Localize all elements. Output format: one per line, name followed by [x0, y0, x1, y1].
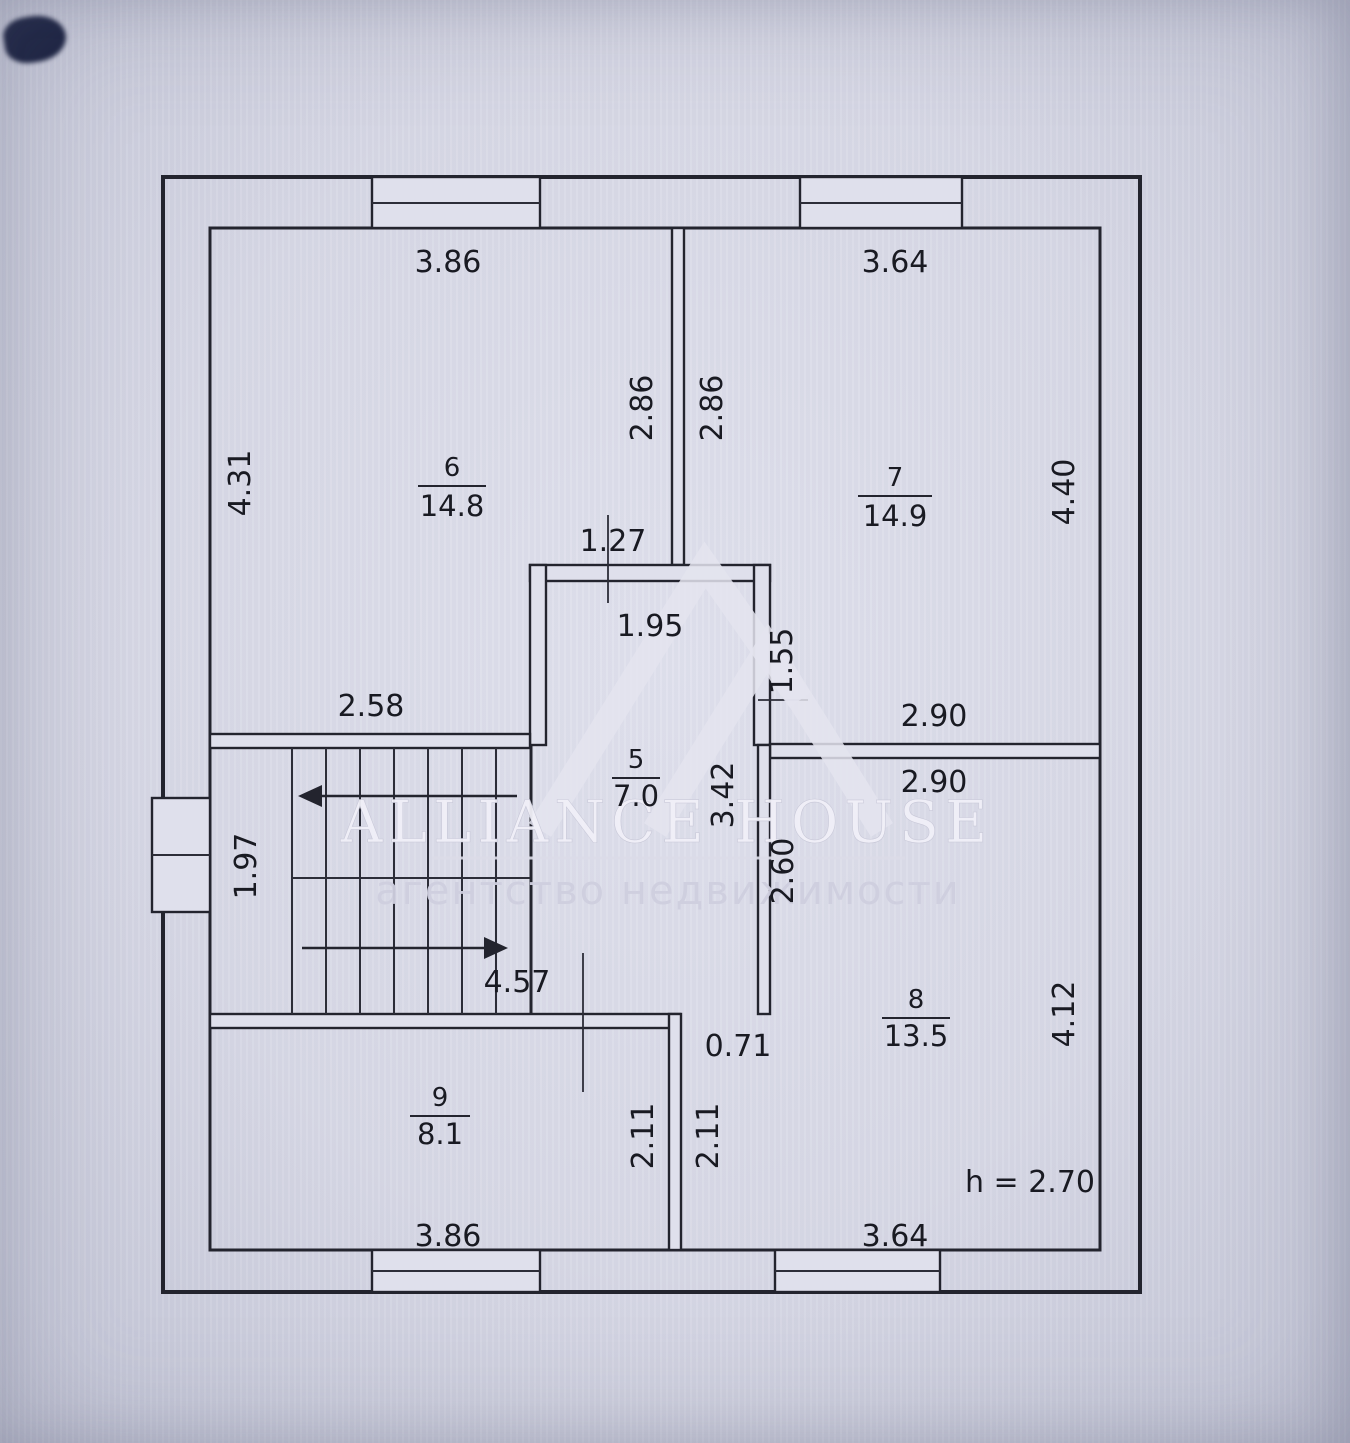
dim-bottom-wall-left: 3.86: [415, 1219, 482, 1254]
window-top-right: [798, 175, 964, 230]
dim-room9-right-height: 2.11: [626, 1103, 661, 1170]
room-area: 7.0: [613, 779, 659, 813]
room-number: 8: [908, 985, 925, 1015]
dimension-labels: 3.86 3.64 2.86 2.86 4.31 4.40 1.27 1.95 …: [223, 245, 1095, 1254]
stair-arrow-up: [298, 785, 517, 807]
dim-room6-bottom-width: 2.58: [338, 689, 405, 724]
partition-wall-hall-room8: [756, 743, 772, 1016]
vestibule-wall-left: [528, 563, 548, 747]
watermark: ALLIANCE HOUSE агентство недвижимости: [339, 541, 994, 914]
room-number: 9: [432, 1083, 449, 1113]
room-area: 14.9: [863, 499, 928, 533]
dim-top-wall-right: 3.64: [862, 245, 929, 280]
window-top-left: [370, 175, 542, 230]
room-area: 8.1: [417, 1117, 463, 1151]
dim-vestibule-left-width: 1.27: [580, 524, 647, 559]
dim-corridor-left-height: 2.11: [691, 1103, 726, 1170]
dim-top-wall-left: 3.86: [415, 245, 482, 280]
dim-room8-right-height: 4.12: [1047, 981, 1082, 1048]
room-area: 14.8: [420, 489, 485, 523]
staircase: [291, 748, 530, 1014]
dim-hall-door-width: 0.71: [705, 1029, 772, 1064]
dim-bottom-wall-right: 3.64: [862, 1219, 929, 1254]
dim-hall-height: 3.42: [706, 762, 741, 829]
stair-arrow-down: [302, 937, 508, 959]
room-label-7: 7 14.9: [858, 463, 932, 533]
room-number: 7: [887, 463, 904, 493]
dim-vestibule-depth: 1.55: [765, 628, 800, 695]
watermark-brand: ALLIANCE HOUSE: [340, 788, 994, 856]
watermark-tagline: агентство недвижимости: [375, 868, 961, 914]
room-number: 6: [444, 453, 461, 483]
room-area: 13.5: [884, 1019, 949, 1053]
windows: [150, 175, 964, 1294]
dim-room7-bottom-width: 2.90: [901, 699, 968, 734]
outer-wall: [161, 175, 1142, 1294]
dim-room6-right-height: 2.86: [625, 375, 660, 442]
dim-vestibule-inner-width: 1.95: [617, 609, 684, 644]
dim-stair-hall-width: 4.57: [484, 965, 551, 1000]
dim-left-wall-upper: 4.31: [223, 450, 258, 517]
room-label-9: 9 8.1: [410, 1083, 470, 1151]
dim-hall-right-height: 2.60: [766, 838, 801, 905]
window-bottom-left: [370, 1248, 542, 1294]
dim-stair-closet-height: 1.97: [229, 833, 264, 900]
room-labels: 6 14.8 7 14.9 5 7.0 8 13.5 9: [410, 453, 950, 1151]
window-bottom-right: [773, 1248, 942, 1294]
window-left: [150, 796, 212, 914]
room-label-5: 5 7.0: [612, 745, 660, 813]
vestibule-wall-top: [528, 563, 772, 583]
room-number: 5: [628, 745, 645, 775]
dim-room8-top-width: 2.90: [901, 765, 968, 800]
dim-right-wall-upper: 4.40: [1047, 459, 1082, 526]
dim-room7-left-height: 2.86: [695, 375, 730, 442]
partition-wall-hall-room9: [208, 1012, 682, 1030]
partition-wall-room9-corridor: [667, 1012, 683, 1252]
partition-wall-room6-room7: [670, 226, 686, 567]
partition-wall-room6-stairs: [208, 732, 532, 750]
stair-treads-upper: [325, 748, 497, 878]
room-label-8: 8 13.5: [882, 985, 950, 1053]
stair-treads-lower: [325, 878, 497, 1014]
ceiling-height-note: h = 2.70: [965, 1165, 1095, 1200]
watermark-logo-peak-right: [643, 623, 894, 837]
room-label-6: 6 14.8: [418, 453, 486, 523]
